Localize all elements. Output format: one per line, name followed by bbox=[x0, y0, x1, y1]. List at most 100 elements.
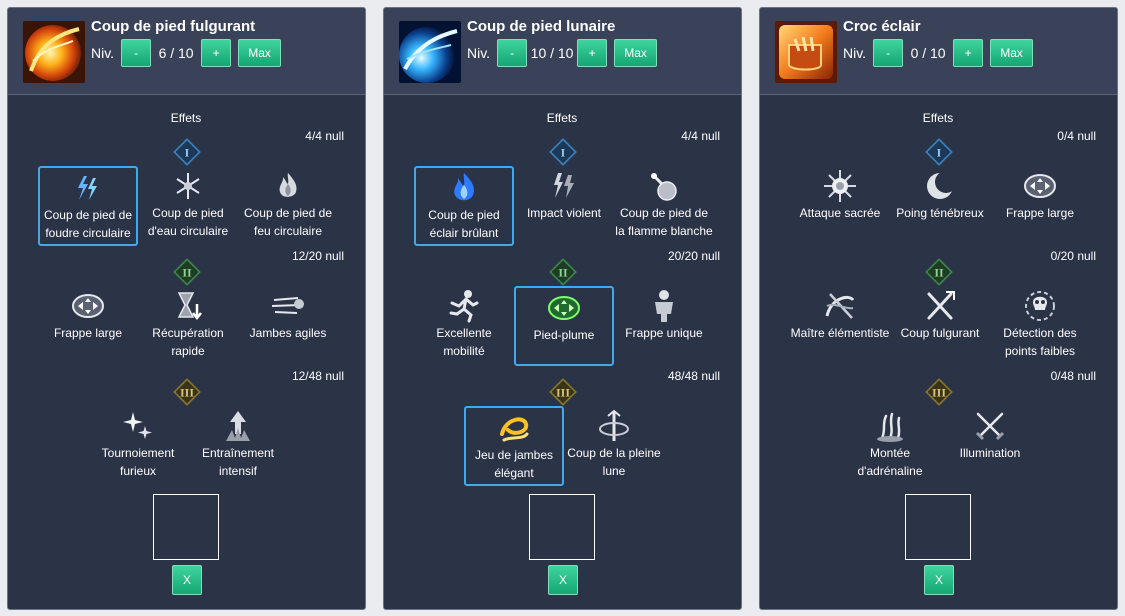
sun-icon bbox=[822, 168, 858, 204]
tier-points-count: 12/20 null bbox=[291, 249, 344, 263]
tier-badge: I bbox=[549, 138, 577, 166]
level-controls: Niv.-0 / 10+Max bbox=[843, 39, 1034, 67]
increase-level-button[interactable]: + bbox=[953, 39, 984, 67]
skill-option-label: Coup de pied d'eau circulaire bbox=[147, 206, 229, 238]
tier-label: I bbox=[185, 146, 190, 160]
tier-points-count: 20/20 null bbox=[667, 249, 720, 263]
skill-option[interactable]: Coup de pied d'eau circulaire bbox=[138, 168, 238, 240]
skill-option-label: Pied-plume bbox=[533, 328, 595, 342]
skill-option[interactable]: Frappe large bbox=[990, 168, 1090, 222]
flaming-kick-icon bbox=[23, 21, 85, 83]
tier-label: II bbox=[182, 266, 192, 280]
skill-option[interactable]: Frappe unique bbox=[614, 288, 714, 342]
skill-option-label: Coup de pied de foudre circulaire bbox=[43, 208, 133, 240]
skill-option-label: Excellente mobilité bbox=[436, 326, 492, 358]
white-flame-flask-icon bbox=[646, 168, 682, 204]
skill-option[interactable]: Coup de pied éclair brûlant bbox=[414, 166, 514, 246]
skill-option[interactable]: Entraînement intensif bbox=[188, 408, 288, 480]
level-label: Niv. bbox=[467, 45, 491, 61]
skill-option[interactable]: Excellente mobilité bbox=[414, 288, 514, 360]
skill-option-label: Récupération rapide bbox=[152, 326, 224, 358]
lunar-kick-icon bbox=[399, 21, 461, 83]
max-level-button[interactable]: Max bbox=[238, 39, 282, 67]
skill-option-label: Détection des points faibles bbox=[1003, 326, 1077, 358]
tier-diamond-icon: II bbox=[549, 258, 577, 286]
skill-option-label: Tournoiement furieux bbox=[101, 446, 175, 478]
tier-badge: III bbox=[173, 378, 201, 406]
violent-impact-icon bbox=[546, 168, 582, 204]
max-level-button[interactable]: Max bbox=[990, 39, 1034, 67]
skill-option-label: Jambes agiles bbox=[249, 326, 327, 340]
increase-level-button[interactable]: + bbox=[201, 39, 232, 67]
skill-option[interactable]: Coup de pied de la flamme blanche bbox=[614, 168, 714, 240]
increase-level-button[interactable]: + bbox=[577, 39, 608, 67]
swirl-slash-icon bbox=[822, 288, 858, 324]
rune-slot[interactable] bbox=[905, 494, 971, 560]
tier-badge: II bbox=[173, 258, 201, 286]
rune-slot[interactable] bbox=[153, 494, 219, 560]
skill-option[interactable]: Illumination bbox=[940, 408, 1040, 462]
tier-badge: III bbox=[549, 378, 577, 406]
skill-option[interactable]: Poing ténébreux bbox=[890, 168, 990, 222]
figure-icon bbox=[646, 288, 682, 324]
decrease-level-button[interactable]: - bbox=[873, 39, 904, 67]
tier-diamond-icon: III bbox=[925, 378, 953, 406]
skill-option-label: Illumination bbox=[959, 446, 1021, 460]
tier-badge: II bbox=[925, 258, 953, 286]
tier-points-count: 48/48 null bbox=[667, 369, 720, 383]
snowflake-icon bbox=[170, 168, 206, 204]
golden-swirl-icon bbox=[496, 410, 532, 446]
skill-option[interactable]: Tournoiement furieux bbox=[88, 408, 188, 480]
level-value: 0 / 10 bbox=[910, 45, 946, 61]
decrease-level-button[interactable]: - bbox=[497, 39, 528, 67]
skill-option-label: Frappe large bbox=[1005, 206, 1075, 220]
skill-title: Croc éclair bbox=[843, 18, 921, 35]
decrease-level-button[interactable]: - bbox=[121, 39, 152, 67]
skill-option[interactable]: Frappe large bbox=[38, 288, 138, 342]
skill-option[interactable]: Jambes agiles bbox=[238, 288, 338, 342]
reset-button[interactable]: X bbox=[924, 565, 954, 595]
skill-option[interactable]: Montée d'adrénaline bbox=[840, 408, 940, 480]
tier-diamond-icon: II bbox=[173, 258, 201, 286]
skill-option[interactable]: Coup de la pleine lune bbox=[564, 408, 664, 480]
rune-slot[interactable] bbox=[529, 494, 595, 560]
effects-label: Effets bbox=[170, 111, 202, 125]
skill-option[interactable]: Coup de pied de feu circulaire bbox=[238, 168, 338, 240]
tier-badge: I bbox=[173, 138, 201, 166]
tier-points-count: 0/48 null bbox=[1050, 369, 1096, 383]
skill-option[interactable]: Coup fulgurant bbox=[890, 288, 990, 342]
skill-option[interactable]: Détection des points faibles bbox=[990, 288, 1090, 360]
skill-option-label: Frappe unique bbox=[625, 326, 703, 340]
level-value: 6 / 10 bbox=[158, 45, 194, 61]
skill-option-label: Coup fulgurant bbox=[900, 326, 980, 340]
skill-option[interactable]: Coup de pied de foudre circulaire bbox=[38, 166, 138, 246]
skill-option-label: Attaque sacrée bbox=[799, 206, 881, 220]
sparkle-burst-icon bbox=[120, 408, 156, 444]
skill-option-label: Montée d'adrénaline bbox=[857, 446, 923, 478]
tier-points-count: 12/48 null bbox=[291, 369, 344, 383]
tier-label: III bbox=[932, 386, 946, 400]
reset-button[interactable]: X bbox=[172, 565, 202, 595]
tier-badge: III bbox=[925, 378, 953, 406]
tier-label: II bbox=[934, 266, 944, 280]
max-level-button[interactable]: Max bbox=[614, 39, 658, 67]
skill-title: Coup de pied fulgurant bbox=[91, 18, 256, 35]
crescent-moon-icon bbox=[922, 168, 958, 204]
skill-option[interactable]: Récupération rapide bbox=[138, 288, 238, 360]
tier-points-count: 0/4 null bbox=[1057, 129, 1096, 143]
tier-label: I bbox=[561, 146, 566, 160]
wide-strike-icon bbox=[70, 288, 106, 324]
skill-option[interactable]: Impact violent bbox=[514, 168, 614, 222]
skill-option[interactable]: Jeu de jambes élégant bbox=[464, 406, 564, 486]
effects-label: Effets bbox=[922, 111, 954, 125]
reset-button[interactable]: X bbox=[548, 565, 578, 595]
skill-option[interactable]: Pied-plume bbox=[514, 286, 614, 366]
skill-option[interactable]: Attaque sacrée bbox=[790, 168, 890, 222]
skill-option[interactable]: Maître élémentiste bbox=[790, 288, 890, 342]
crossed-strike-icon bbox=[922, 288, 958, 324]
tier-diamond-icon: I bbox=[549, 138, 577, 166]
